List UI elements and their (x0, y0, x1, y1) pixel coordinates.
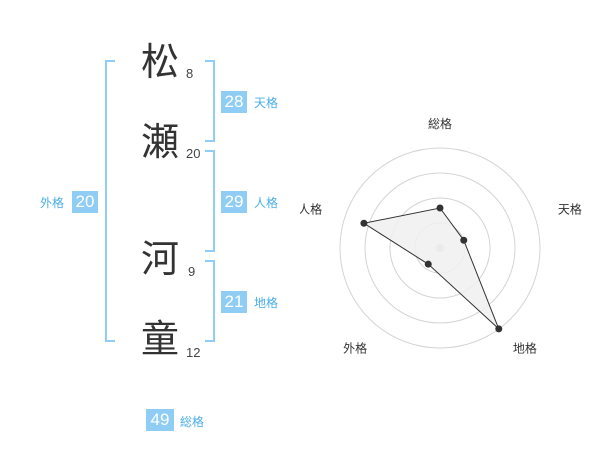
radar-grid-ring-2 (389, 197, 491, 299)
tenkaku-bracket (205, 60, 215, 142)
radar-axis-label-4: 外格 (343, 340, 367, 355)
tenkaku-label: 天格 (254, 96, 279, 110)
stroke-count-2: 20 (186, 146, 201, 161)
radar-axis-label-3: 地格 (513, 340, 537, 355)
chikaku-value: 21 (221, 291, 247, 313)
name-char-1: 松 (141, 40, 180, 84)
gaikaku-value: 20 (72, 191, 98, 213)
radar-point-1 (436, 204, 444, 212)
radar-grid-ring-4 (339, 147, 541, 349)
chikaku-bracket (205, 260, 215, 342)
radar-series-polygon (362, 207, 500, 330)
tenkaku-value: 28 (221, 91, 247, 113)
radar-axis-label-5: 人格 (300, 202, 322, 217)
name-char-4: 童 (141, 317, 180, 361)
radar-point-3 (495, 325, 503, 333)
stroke-count-4: 12 (186, 345, 201, 360)
soukaku-value: 49 (146, 409, 174, 431)
radar-axis-label-1: 総格 (428, 116, 452, 131)
radar-axis-label-2: 天格 (558, 202, 582, 217)
jinkaku-label: 人格 (254, 196, 279, 210)
soukaku-label: 総格 (180, 415, 205, 429)
gaikaku-bracket (105, 60, 115, 342)
stroke-count-1: 8 (186, 66, 194, 81)
jinkaku-bracket (205, 150, 215, 252)
radar-point-5 (360, 219, 368, 227)
name-char-3: 河 (141, 237, 180, 281)
stroke-count-3: 9 (188, 264, 196, 279)
chikaku-label: 地格 (254, 296, 279, 310)
jinkaku-value: 29 (221, 191, 247, 213)
radar-grid-ring-3 (364, 172, 516, 324)
gaikaku-label: 外格 (40, 196, 65, 210)
radar-point-2 (460, 236, 468, 244)
name-char-2: 瀬 (141, 120, 180, 164)
radar-point-4 (424, 260, 432, 268)
